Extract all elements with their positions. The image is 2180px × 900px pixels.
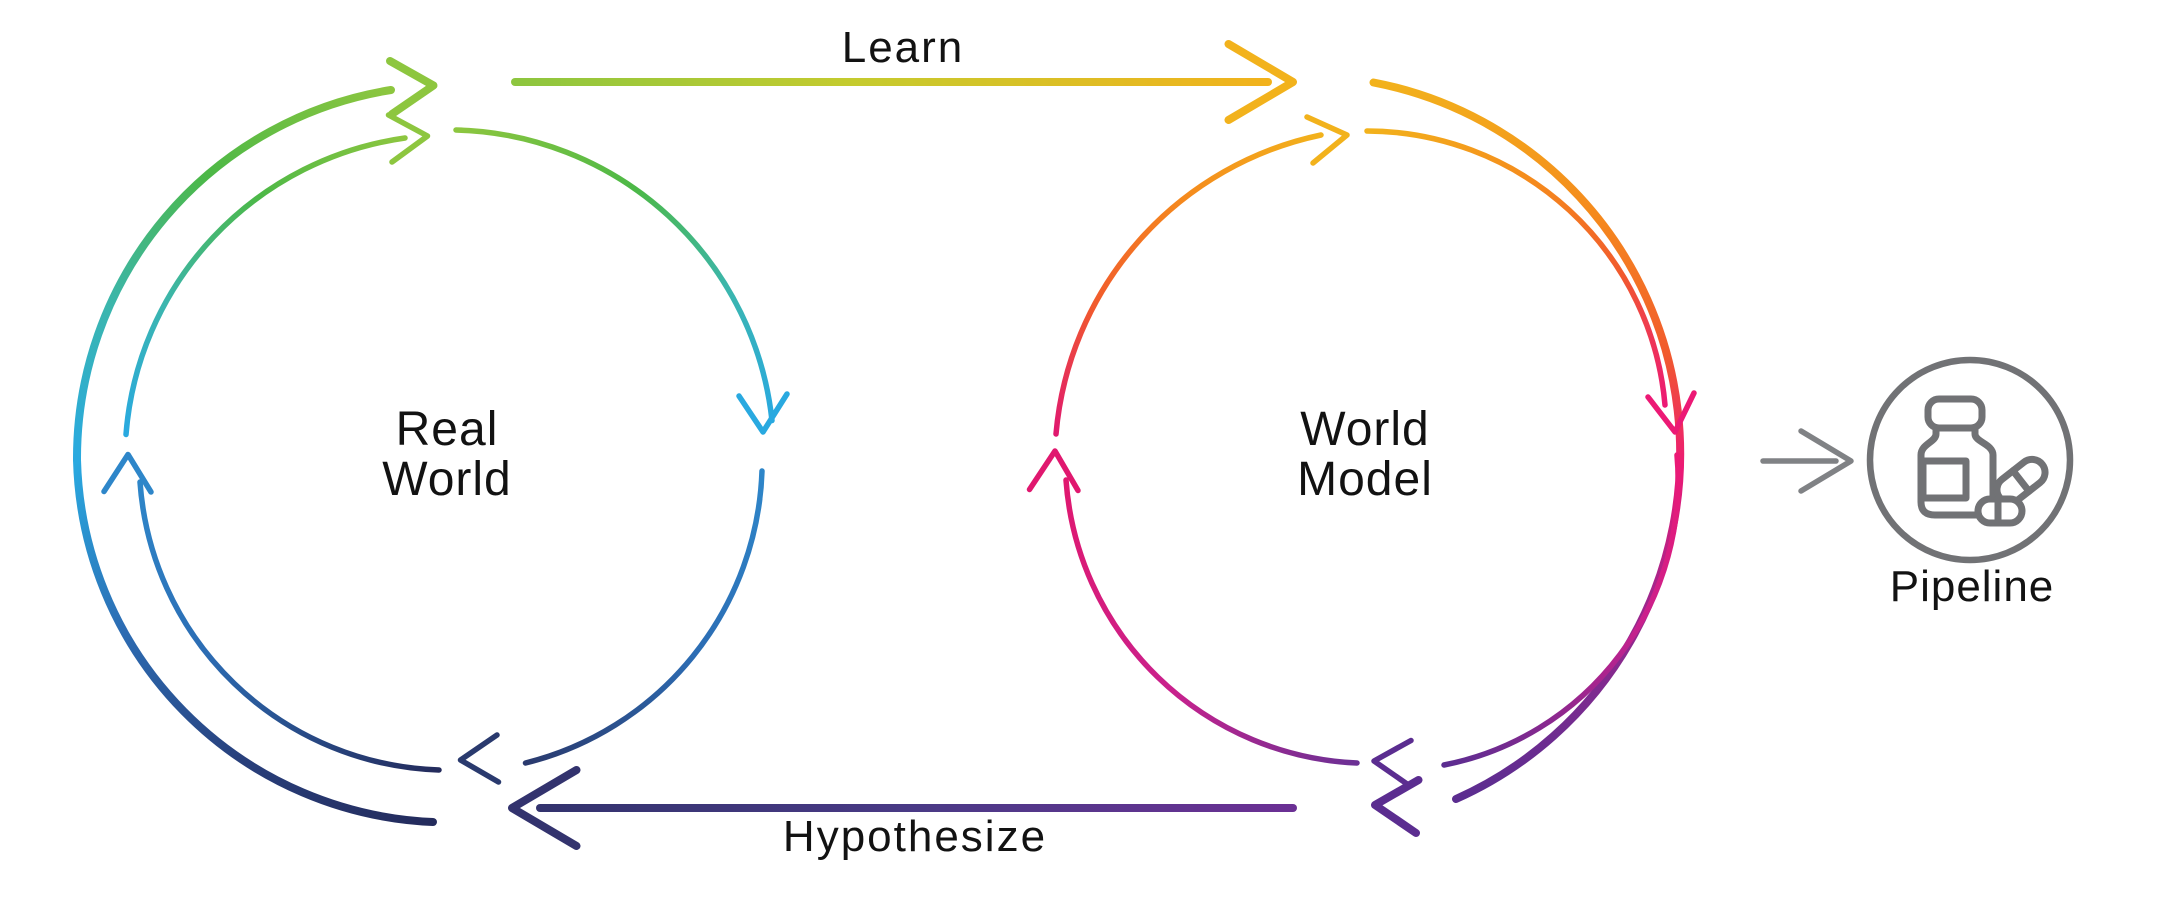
learn-arrow-label: Learn — [842, 23, 965, 72]
real-world-cycle: Real World — [72, 57, 790, 826]
real-world-inner-arc-northeast — [453, 127, 775, 424]
pill-bottle-label — [1919, 457, 1970, 502]
world-model-inner-arc-northeast — [1364, 128, 1668, 408]
pipeline-label: Pipeline — [1890, 562, 2055, 611]
pipeline-arrow — [1760, 428, 1854, 494]
pill-bottle-body-right — [1971, 424, 1997, 504]
pipeline-node: Pipeline — [1760, 356, 2074, 611]
real-world-outer-arc-lower — [73, 456, 437, 826]
real-world-arrowhead-west-icon — [457, 732, 502, 785]
real-world-inner-arc-northwest — [123, 135, 408, 438]
real-world-label-line2: World — [382, 453, 511, 506]
pill-bottle-cap — [1924, 395, 1986, 432]
hypothesize-arrow: Hypothesize — [508, 766, 1297, 861]
world-model-arrowhead-up-icon — [1026, 448, 1081, 494]
world-model-cycle: World Model — [1026, 78, 1697, 837]
capsule-divider — [2009, 467, 2033, 495]
real-world-arrowhead-down-icon — [736, 391, 790, 435]
real-world-outer-arrowhead-east-icon — [386, 57, 438, 118]
world-model-inner-arrowhead-east-icon — [1304, 114, 1350, 166]
world-model-label-line2: Model — [1297, 453, 1433, 506]
pipeline-circle-outline — [1866, 356, 2074, 564]
real-world-label-line1: Real — [396, 403, 499, 456]
hypothesize-arrow-label: Hypothesize — [783, 812, 1047, 861]
world-model-inner-arc-northwest — [1053, 132, 1324, 437]
world-model-inner-arc-southeast — [1441, 452, 1681, 768]
pill-icon — [1974, 495, 2026, 527]
learn-arrowhead-east-icon — [1224, 40, 1297, 124]
real-world-outer-arc-upper — [72, 86, 395, 464]
pipeline-arrowhead-east-icon — [1798, 428, 1854, 494]
world-model-inner-arrowhead-west-icon — [1371, 737, 1414, 788]
world-model-inner-arc-southwest — [1063, 477, 1360, 766]
real-world-inner-arc-southwest — [137, 479, 442, 773]
world-model-outer-arc-east — [1369, 78, 1685, 803]
pill-bottle-icon — [1917, 395, 2049, 527]
real-world-inner-arrowhead-east-icon — [385, 112, 431, 165]
real-world-arrowhead-up-icon — [101, 451, 154, 495]
learn-arrow: Learn — [511, 23, 1297, 124]
real-world-inner-arc-southeast — [522, 468, 765, 766]
world-model-arrowhead-down-icon — [1645, 390, 1697, 435]
hypothesize-arrowhead-west-icon — [508, 766, 581, 850]
world-model-label-line1: World — [1300, 403, 1429, 456]
world-model-outer-arrowhead-west-icon — [1371, 776, 1423, 837]
